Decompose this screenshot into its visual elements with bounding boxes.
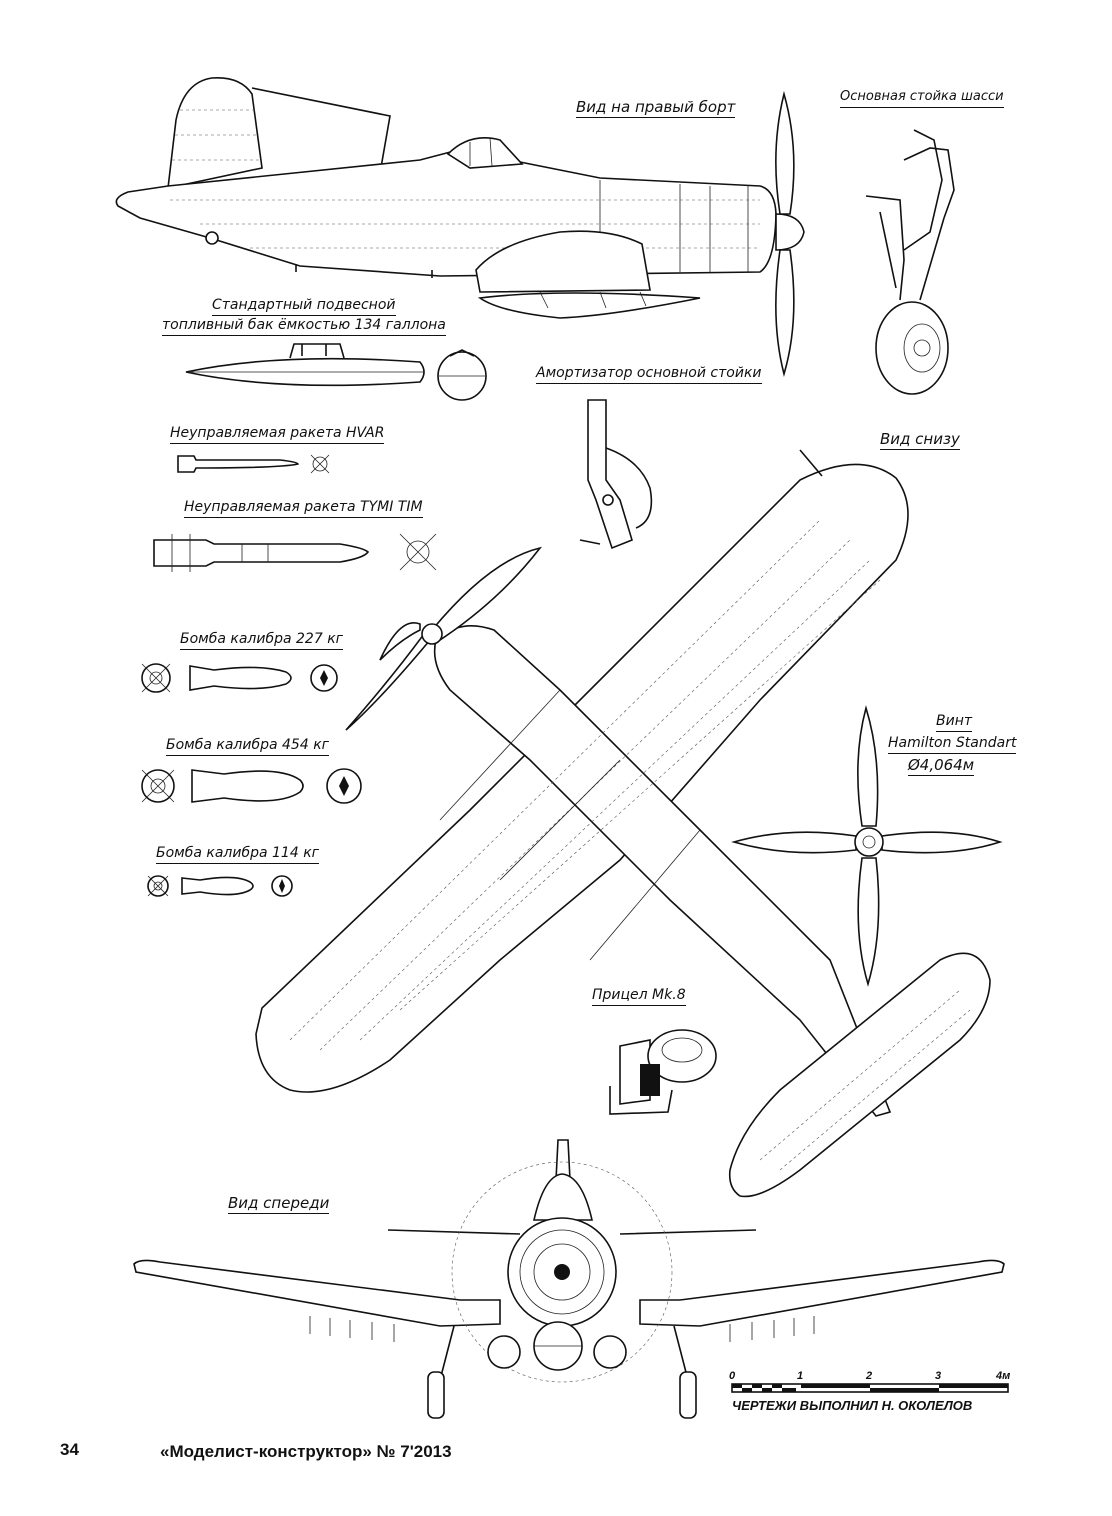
propeller-drawing	[731, 705, 1003, 987]
scale-bar	[731, 1383, 1009, 1393]
bomb-227-caption: Бомба калибра 227 кг	[180, 630, 344, 650]
scale-tick-2: 2	[866, 1370, 873, 1382]
drop-tank-caption-1: Стандартный подвесной	[212, 296, 396, 316]
page-number: 34	[60, 1440, 79, 1459]
drop-tank-drawing	[185, 343, 487, 401]
scale-tick-1: 1	[797, 1370, 804, 1382]
propeller-caption-3: Ø4,064м	[908, 756, 975, 776]
front-view-caption: Вид спереди	[228, 1194, 330, 1214]
side-view-caption: Вид на правый борт	[576, 98, 736, 118]
propeller-caption-1: Винт	[936, 712, 973, 732]
side-view-aircraft	[115, 77, 805, 377]
magazine-title: «Моделист-конструктор» № 7'2013	[160, 1442, 452, 1461]
main-gear-caption: Основная стойка шасси	[840, 88, 1004, 108]
shock-absorber-drawing	[579, 399, 653, 550]
bomb-227-drawing	[141, 663, 338, 693]
scale-tick-4: 4м	[996, 1370, 1011, 1382]
hvar-rocket-drawing	[177, 454, 330, 474]
scale-tick-3: 3	[935, 1370, 942, 1382]
bomb-454-caption: Бомба калибра 454 кг	[166, 736, 330, 756]
bomb-454-drawing	[141, 768, 362, 804]
scale-tick-0: 0	[729, 1370, 736, 1382]
bottom-view-caption: Вид снизу	[880, 430, 960, 450]
drop-tank-caption-2: топливный бак ёмкостью 134 галлона	[162, 316, 446, 336]
hvar-caption: Неуправляемая ракета HVAR	[170, 424, 385, 444]
propeller-caption-2: Hamilton Standart	[888, 734, 1017, 754]
gunsight-caption: Прицел Mk.8	[592, 986, 686, 1006]
main-gear-strut	[865, 129, 955, 395]
bomb-114-caption: Бомба калибра 114 кг	[156, 844, 320, 864]
gunsight-drawing	[609, 1029, 717, 1115]
shock-absorber-caption: Амортизатор основной стойки	[536, 364, 762, 384]
tiny-tim-caption: Неуправляемая ракета TYMI TIM	[184, 498, 423, 518]
tiny-tim-rocket-drawing	[153, 533, 437, 572]
drawing-credit: ЧЕРТЕЖИ ВЫПОЛНИЛ Н. ОКОЛЕЛОВ	[732, 1398, 973, 1413]
bottom-view-aircraft	[255, 449, 991, 1198]
bomb-114-drawing	[147, 875, 293, 897]
front-view-aircraft	[133, 1139, 1005, 1419]
